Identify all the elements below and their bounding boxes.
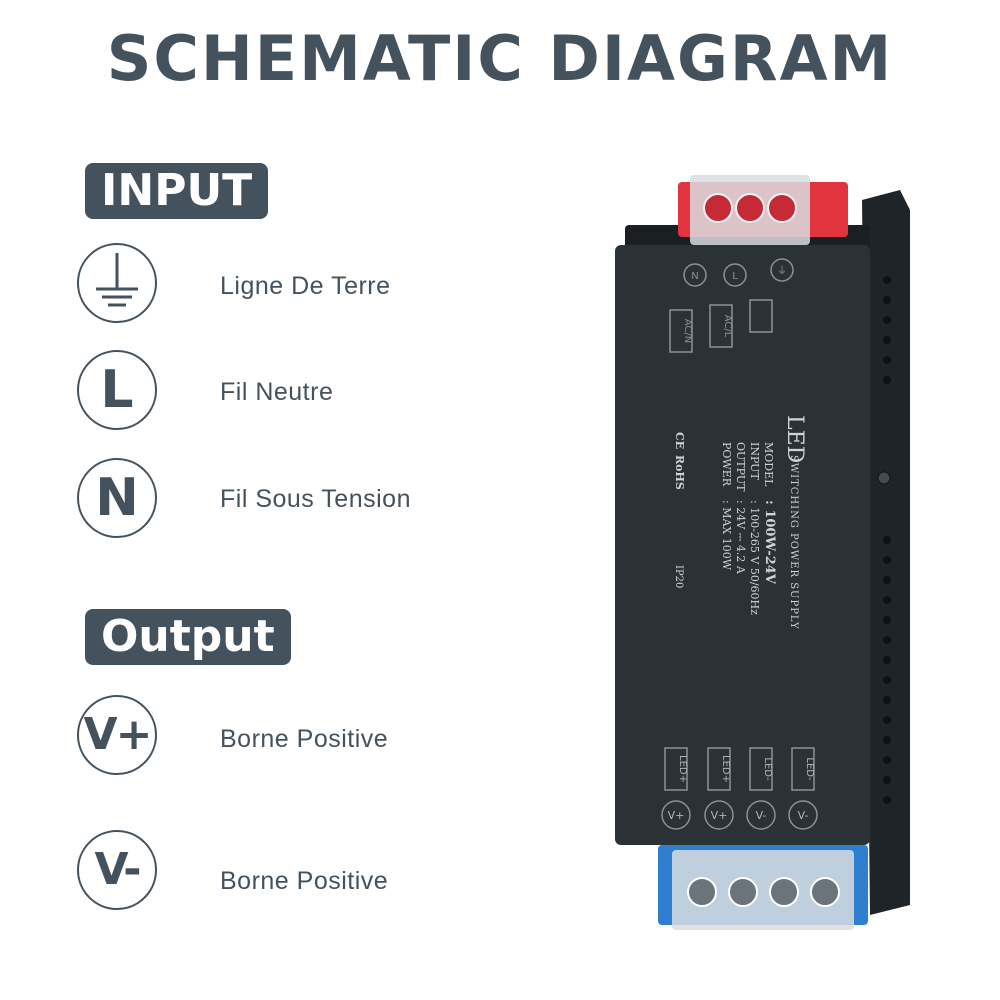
vplus-symbol: V+ xyxy=(77,695,157,775)
n-label: Fil Sous Tension xyxy=(220,485,411,513)
device-subtitle: SWITCHING POWER SUPPLY xyxy=(788,455,799,630)
bottom-label-3: LED- xyxy=(804,757,815,781)
top-terminal-1: L xyxy=(732,271,738,282)
ground-icon xyxy=(96,253,138,307)
ground-label: Ligne De Terre xyxy=(220,272,391,300)
ground-symbol xyxy=(77,243,157,323)
power-supply-image: N L ⏚ AC/N AC/L LED SWITCHING POWER SUPP… xyxy=(600,170,920,940)
device-brand: LED xyxy=(782,415,807,463)
cert-0: CE xyxy=(673,432,686,449)
vplus-symbol-text: V+ xyxy=(83,709,153,760)
spec-key-0: MODEL xyxy=(762,442,775,487)
l-label: Fil Neutre xyxy=(220,378,334,406)
spec-val-1: : 100-265 V 50/60Hz xyxy=(748,500,761,615)
vminus-label: Borne Positive xyxy=(220,867,389,895)
n-symbol-text: N xyxy=(95,468,139,528)
bottom-terminal-2: V- xyxy=(756,809,767,822)
vplus-label: Borne Positive xyxy=(220,725,389,753)
top-label-0: AC/N xyxy=(682,319,693,344)
page-title: SCHEMATIC DIAGRAM xyxy=(106,22,894,95)
l-symbol: L xyxy=(77,350,157,430)
vminus-symbol: V- xyxy=(77,830,157,910)
vminus-symbol-text: V- xyxy=(94,844,141,895)
bottom-terminal-3: V- xyxy=(798,809,809,822)
spec-key-3: POWER xyxy=(720,442,733,487)
spec-key-2: OUTPUT xyxy=(734,442,747,492)
bottom-terminal-1: V+ xyxy=(711,809,728,822)
input-heading: INPUT xyxy=(85,163,269,219)
bottom-terminal-0: V+ xyxy=(668,809,685,822)
spec-val-0: : 100W-24V xyxy=(762,500,777,585)
spec-val-3: : MAX 100W xyxy=(720,500,733,571)
top-terminal-0: N xyxy=(691,271,698,282)
spec-val-2: : 24V ⎓ 4.2 A xyxy=(734,500,747,575)
bottom-label-0: LED+ xyxy=(677,755,688,783)
n-symbol: N xyxy=(77,458,157,538)
spec-key-1: INPUT xyxy=(748,442,761,480)
cert-2: IP20 xyxy=(673,565,684,588)
bottom-label-2: LED- xyxy=(762,757,773,781)
bottom-label-1: LED+ xyxy=(720,755,731,783)
output-heading: Output xyxy=(85,609,291,665)
top-label-1: AC/L xyxy=(722,315,733,338)
device-body xyxy=(615,245,870,845)
cert-1: RoHS xyxy=(673,455,686,490)
l-symbol-text: L xyxy=(100,360,134,420)
top-terminal-2: ⏚ xyxy=(777,265,787,277)
